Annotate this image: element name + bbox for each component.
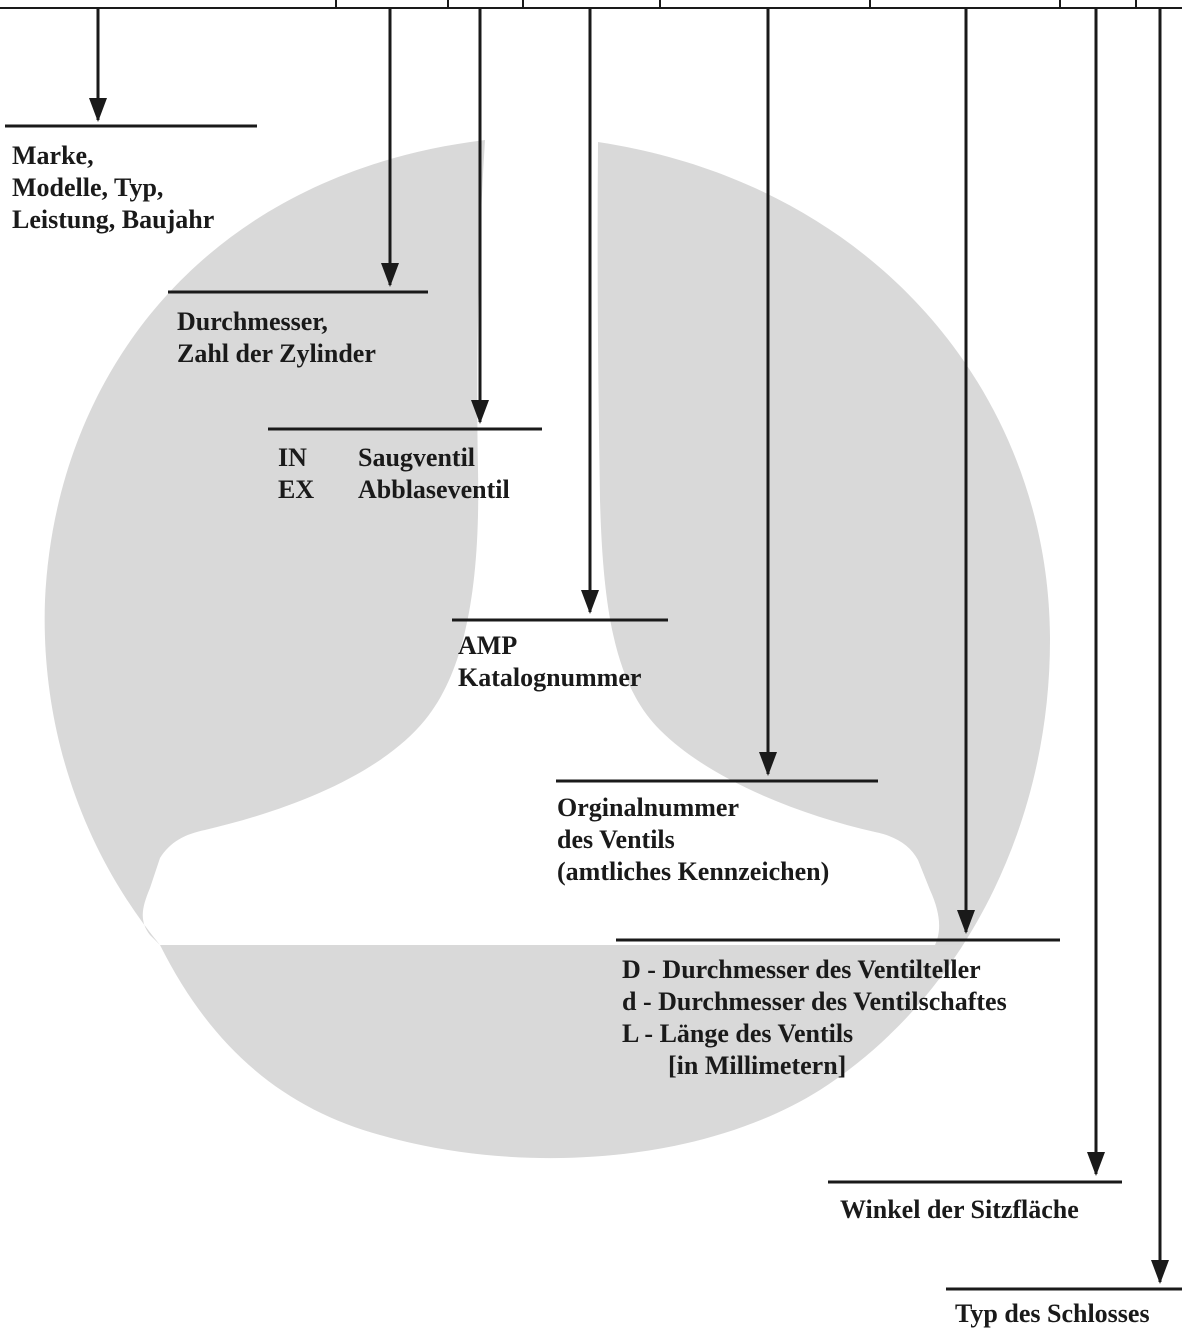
label-line: Typ des Schlosses [955, 1299, 1150, 1328]
label-durchmesser: Durchmesser, Zahl der Zylinder [177, 306, 376, 370]
leader-arrows [89, 8, 1169, 1284]
label-line: d - Durchmesser des Ventilschaftes [622, 987, 1007, 1016]
label-line: des Ventils [557, 825, 675, 854]
label-line: (amtliches Kennzeichen) [557, 857, 830, 886]
label-line: L - Länge des Ventils [622, 1019, 854, 1048]
label-line: AMP [458, 631, 518, 660]
valve-type-code: IN [278, 443, 307, 472]
label-amp: AMP Katalognummer [458, 630, 641, 694]
watermark-right-lobe [160, 142, 1050, 1159]
label-ventiltyp: IN Saugventil EX Abblaseventil [278, 442, 510, 506]
valve-type-text: Saugventil [358, 443, 476, 472]
header-strip [0, 0, 1182, 9]
label-line: Leistung, Baujahr [12, 205, 215, 234]
label-line: Zahl der Zylinder [177, 339, 376, 368]
watermark-left-lobe [44, 140, 485, 945]
label-line: Durchmesser, [177, 307, 328, 336]
label-line: Modelle, Typ, [12, 173, 164, 202]
label-line: D - Durchmesser des Ventilteller [622, 955, 981, 984]
label-line: Marke, [12, 141, 94, 170]
label-masse: D - Durchmesser des Ventilteller d - Dur… [622, 954, 1007, 1082]
valve-watermark [44, 140, 1050, 1159]
label-originalnummer: Orginalnummer des Ventils (amtliches Ken… [557, 792, 829, 888]
label-line: [in Millimetern] [668, 1051, 847, 1080]
valve-type-code: EX [278, 475, 315, 504]
valve-type-row: EX Abblaseventil [278, 474, 510, 506]
label-line: Winkel der Sitzfläche [840, 1195, 1079, 1224]
valve-type-row: IN Saugventil [278, 442, 510, 474]
label-marke: Marke, Modelle, Typ, Leistung, Baujahr [12, 140, 214, 236]
label-schloss: Typ des Schlosses [955, 1298, 1150, 1330]
label-line: Katalognummer [458, 663, 642, 692]
label-line: Orginalnummer [557, 793, 739, 822]
label-winkel: Winkel der Sitzfläche [840, 1194, 1079, 1226]
valve-type-text: Abblaseventil [358, 475, 510, 504]
label-baselines [5, 124, 1182, 1291]
